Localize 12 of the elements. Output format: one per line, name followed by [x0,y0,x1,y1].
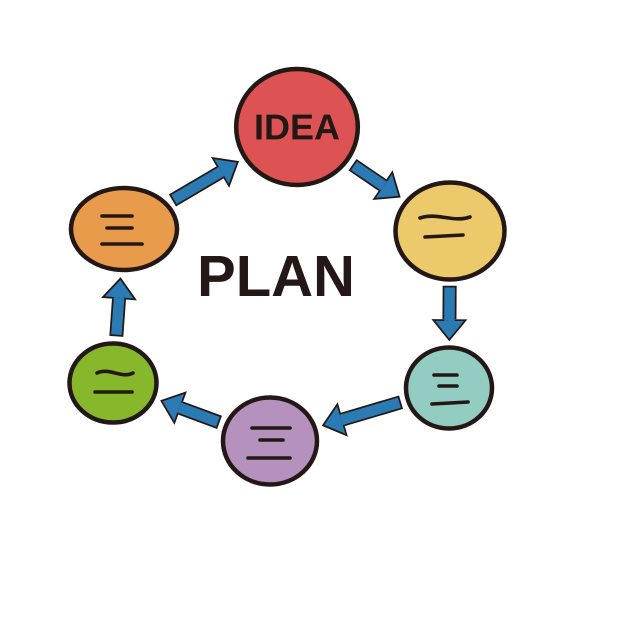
arrow [348,158,401,200]
arrow [168,156,240,206]
step-circle [393,180,507,282]
arrow [160,391,222,429]
arrow [101,277,137,337]
step-circle [67,341,159,425]
center-word: PLAN [200,256,352,296]
step-circle [220,395,320,487]
arrow [431,286,468,342]
arrow [322,396,404,437]
step-circle [404,345,494,431]
step-circle [68,186,180,272]
